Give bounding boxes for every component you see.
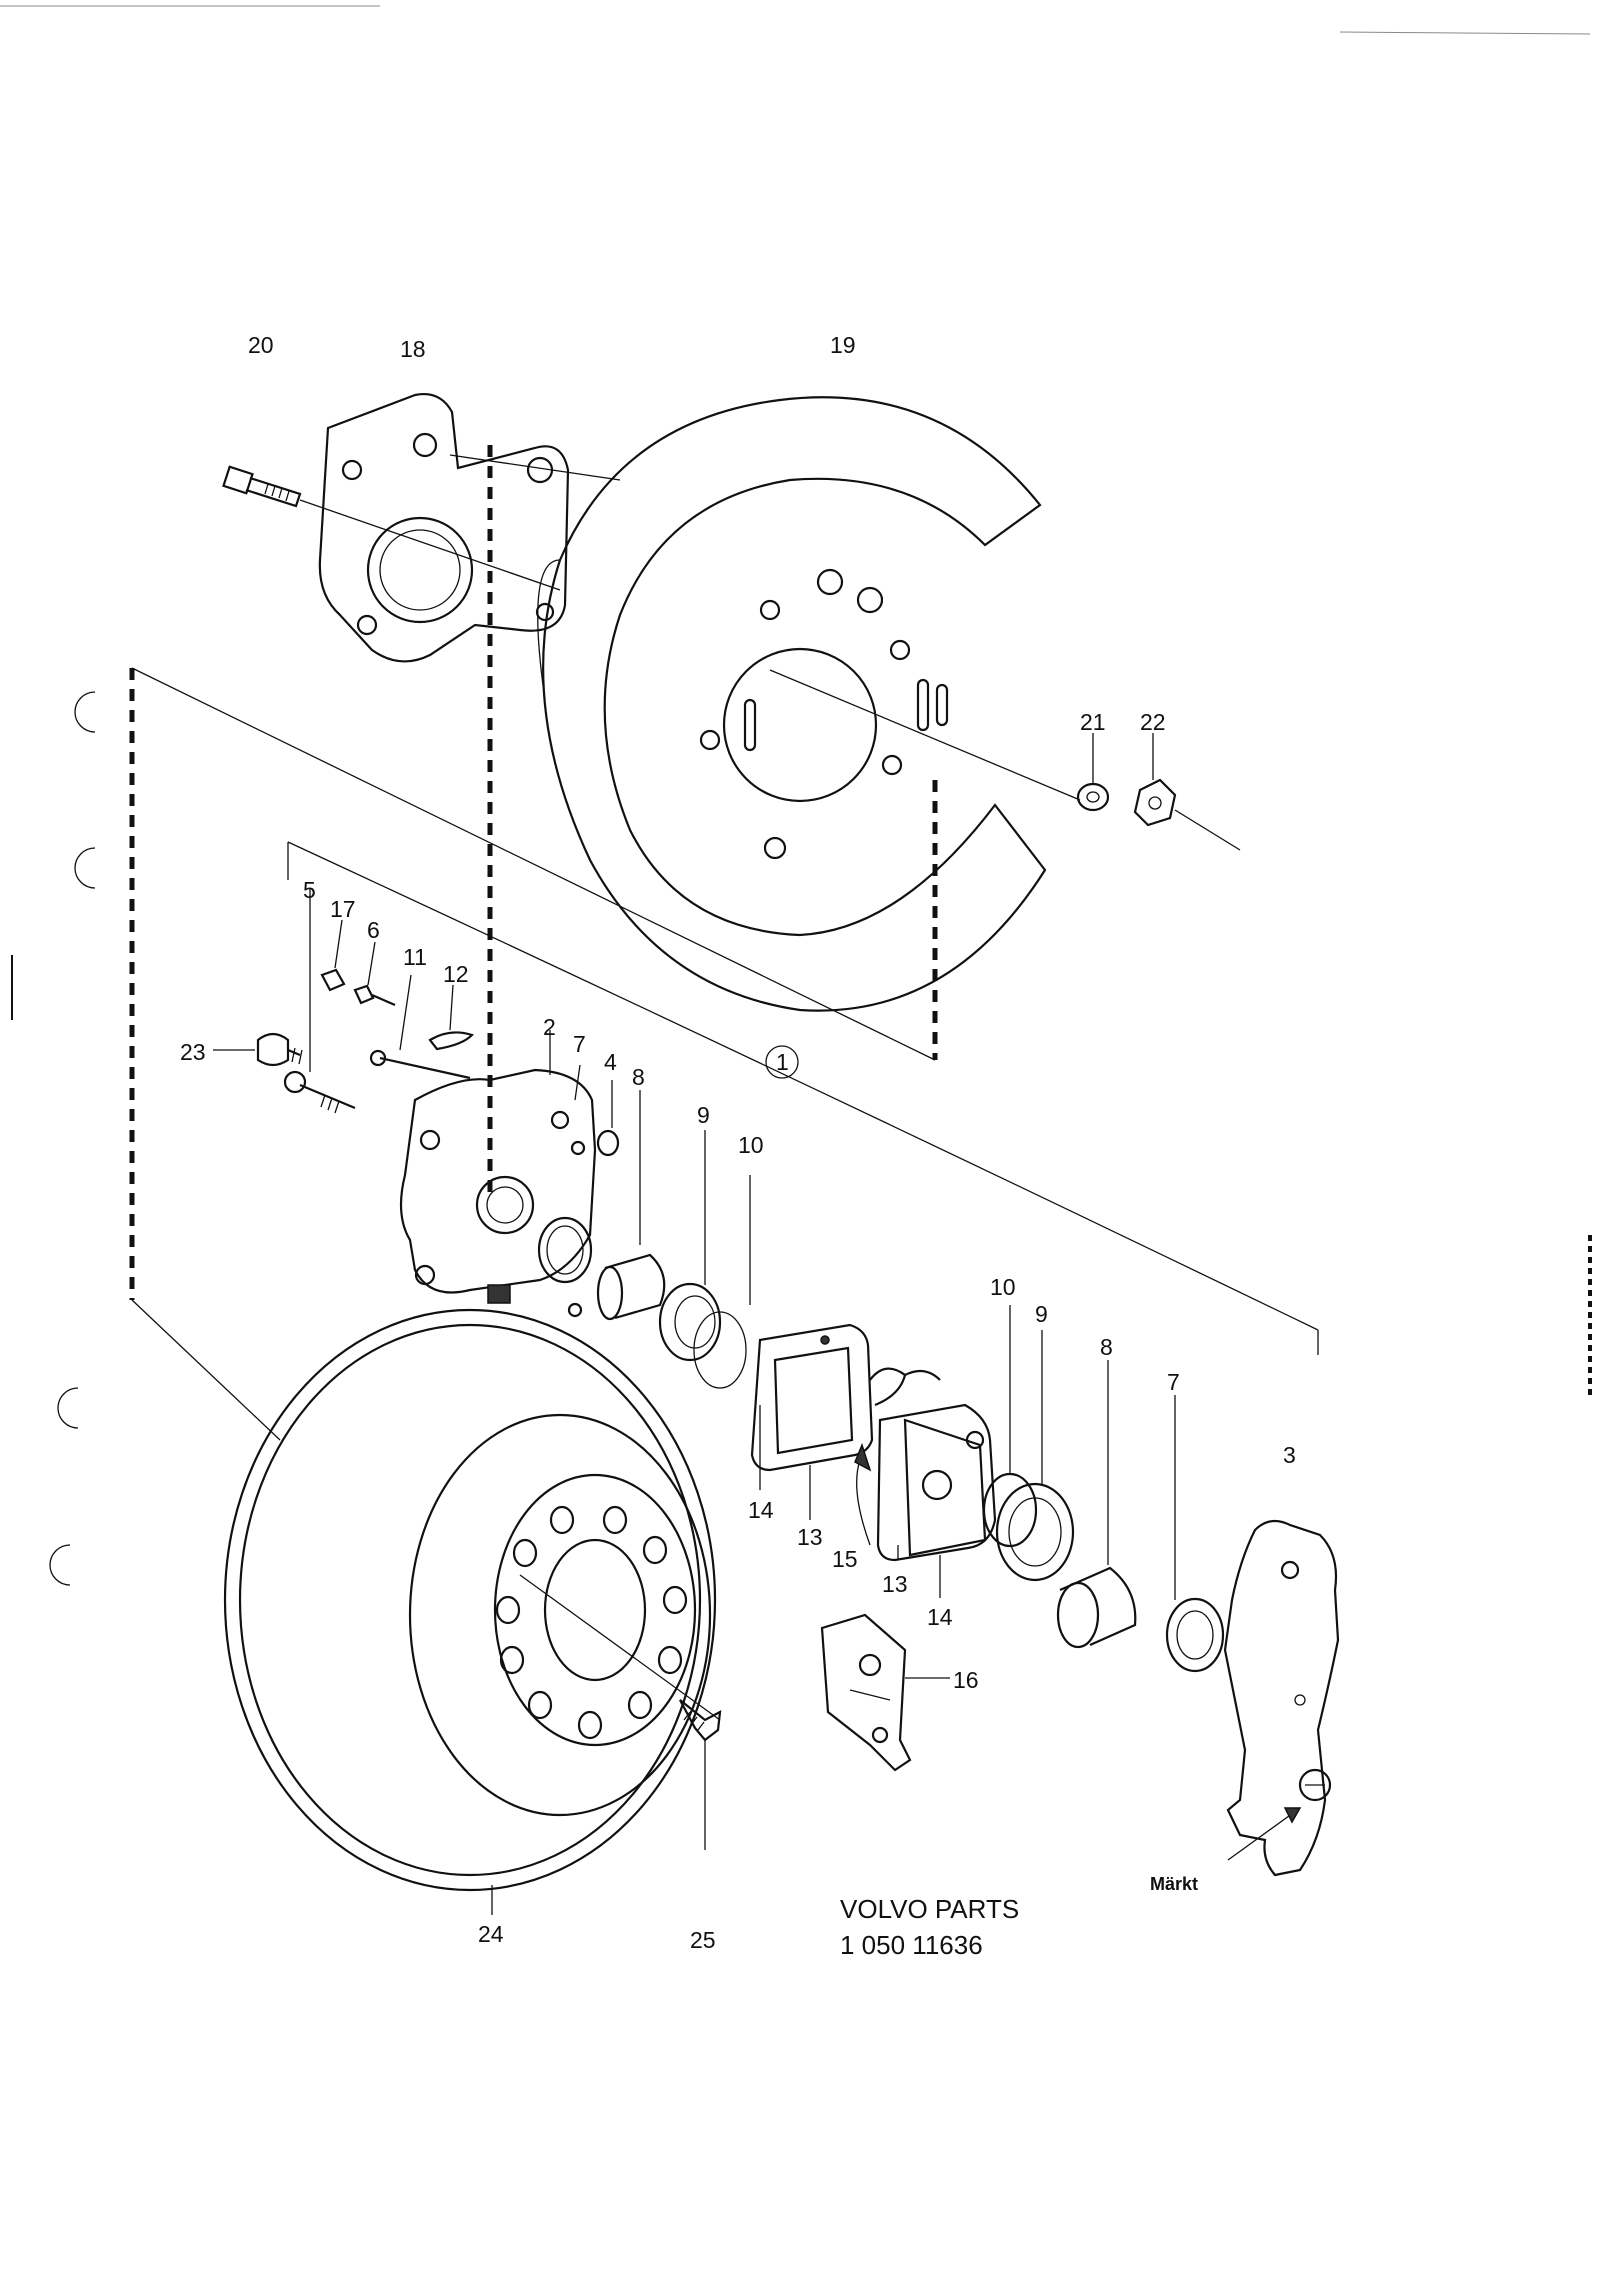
washer-and-nut [1076,733,1241,851]
callout-labels: 20 18 19 21 22 5 17 6 11 12 23 2 7 4 8 1… [180,332,1296,1953]
pad-spring-and-retainer [820,1367,950,1772]
piston-seals-left [537,1064,751,1389]
label-13a: 13 [797,1524,823,1550]
footer: VOLVO PARTS 1 050 11636 [840,1894,1019,1960]
label-8b: 8 [1100,1334,1113,1360]
label-12: 12 [443,961,469,987]
bracket-bolt [222,465,561,591]
label-20: 20 [248,332,274,358]
splash-shield [537,396,1081,1012]
label-16: 16 [953,1667,979,1693]
disc-bolt [679,1699,722,1850]
label-23: 23 [180,1039,206,1065]
label-markt: Märkt [1150,1874,1198,1894]
brake-pads-left [750,1323,874,1520]
footer-brand: VOLVO PARTS [840,1894,1019,1924]
label-19: 19 [830,332,856,358]
label-9a: 9 [697,1102,710,1128]
footer-code: 1 050 11636 [840,1930,983,1960]
label-22: 22 [1140,709,1166,735]
label-21: 21 [1080,709,1106,735]
label-15: 15 [832,1546,858,1572]
label-18: 18 [400,336,426,362]
label-13b: 13 [882,1571,908,1597]
assembly-outline [129,445,1319,1441]
label-8a: 8 [632,1064,645,1090]
label-24: 24 [478,1921,504,1947]
label-1: 1 [776,1049,789,1075]
scan-artifacts [0,5,1592,1586]
label-1-circle [765,1045,799,1079]
label-5: 5 [303,877,316,903]
label-10b: 10 [990,1274,1016,1300]
outer-caliper [1223,1519,1340,1877]
brake-pads-right [876,1403,997,1598]
label-2: 2 [543,1014,556,1040]
brake-disc [223,1308,721,1915]
label-14b: 14 [927,1604,953,1630]
label-10a: 10 [738,1132,764,1158]
label-4: 4 [604,1049,617,1075]
piston-seals-right [982,1305,1225,1673]
label-3: 3 [1283,1442,1296,1468]
label-7a: 7 [573,1031,586,1057]
label-11: 11 [403,944,427,970]
label-25: 25 [690,1927,716,1953]
small-fixings [213,888,475,1114]
label-9b: 9 [1035,1301,1048,1327]
mounting-bracket [318,393,621,663]
label-14a: 14 [748,1497,774,1523]
label-7b: 7 [1167,1369,1180,1395]
label-17: 17 [330,896,356,922]
label-6: 6 [367,917,380,943]
inner-caliper [399,1030,597,1318]
